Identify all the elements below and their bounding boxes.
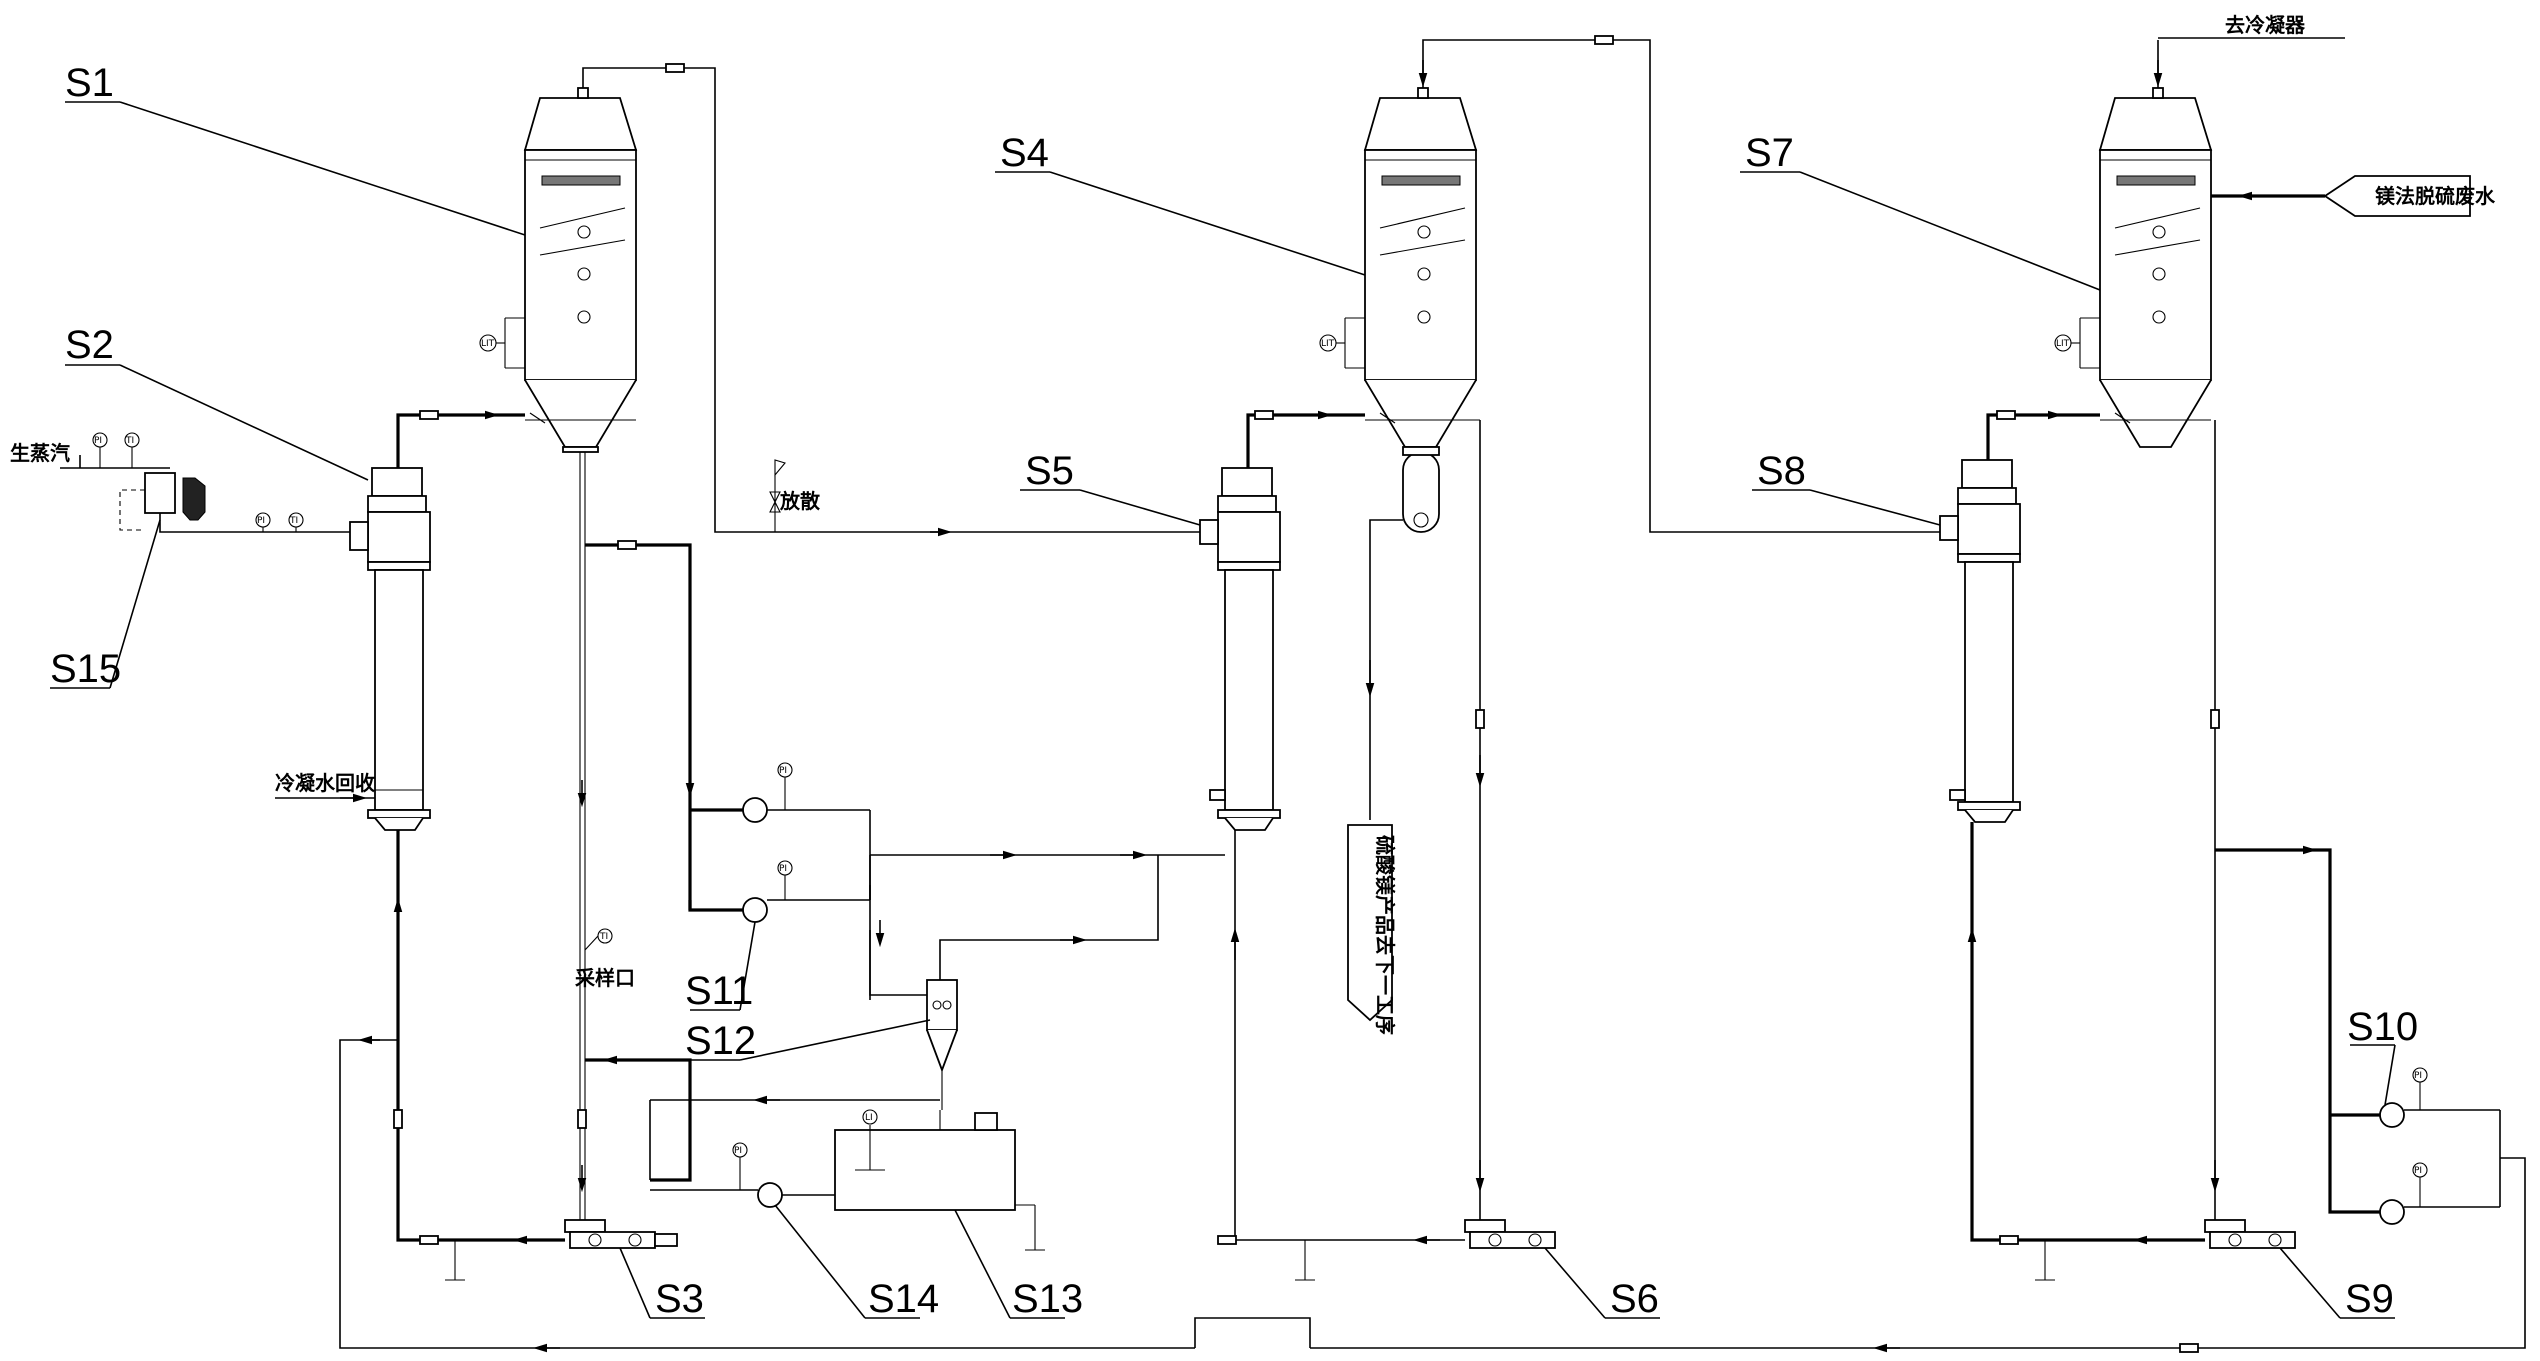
level-transmitter-s7: LIT bbox=[2054, 317, 2100, 369]
label-s3: S3 bbox=[655, 1277, 704, 1321]
steam-instruments: PI TI PI TI LI bbox=[94, 436, 873, 1123]
level-transmitter-s4: LIT bbox=[1319, 317, 1365, 369]
heater-s5 bbox=[1199, 467, 1281, 831]
pi-tag-s11a: PI bbox=[779, 766, 787, 776]
label-s5: S5 bbox=[1025, 449, 1074, 493]
level-transmitter-s1: LIT bbox=[479, 317, 525, 369]
heater-s2 bbox=[349, 467, 431, 831]
ti-tag-sample: TI bbox=[599, 932, 608, 942]
feed-wastewater-text: 镁法脱硫废水 bbox=[2375, 184, 2496, 208]
label-s4: S4 bbox=[1000, 131, 1049, 175]
steam-line bbox=[60, 432, 350, 533]
label-s11: S11 bbox=[685, 969, 753, 1013]
pi-tag-steam2: PI bbox=[257, 516, 265, 526]
label-s12: S12 bbox=[685, 1019, 756, 1063]
pi-tag-s10a: PI bbox=[2414, 1071, 2422, 1081]
pi-tag-s11b: PI bbox=[779, 864, 787, 874]
feed-inlet bbox=[2211, 175, 2471, 217]
label-s14: S14 bbox=[868, 1277, 939, 1321]
li-tag-tank: LI bbox=[865, 1113, 873, 1123]
vapor-lines bbox=[396, 35, 2345, 537]
label-s8: S8 bbox=[1757, 449, 1806, 493]
evaporator-s1 bbox=[523, 87, 638, 453]
lit-tag-s7: LIT bbox=[2056, 339, 2070, 349]
label-s2: S2 bbox=[65, 323, 114, 367]
evaporator-s7 bbox=[2098, 87, 2213, 448]
label-s6: S6 bbox=[1610, 1277, 1659, 1321]
pi-tag-s14: PI bbox=[734, 1146, 742, 1156]
loop-1-lines: PI PI PI bbox=[339, 452, 1225, 1349]
condensate-recovery-text: 冷凝水回收 bbox=[275, 771, 375, 795]
heater-s8 bbox=[1939, 459, 2021, 823]
label-s13: S13 bbox=[1012, 1277, 1083, 1321]
label-s1: S1 bbox=[65, 61, 114, 105]
label-s10: S10 bbox=[2347, 1005, 2418, 1049]
loop-2-lines bbox=[1217, 419, 1556, 1281]
lit-tag-s1: LIT bbox=[481, 339, 495, 349]
label-s15: S15 bbox=[50, 647, 121, 691]
to-condenser-text: 去冷凝器 bbox=[2225, 13, 2306, 37]
product-out-text: 硫酸镁产品去下一工序 bbox=[1373, 835, 1397, 1035]
label-s9: S9 bbox=[2345, 1277, 2394, 1321]
ti-tag-steam2: TI bbox=[289, 516, 298, 526]
loop-3-lines: PI PI bbox=[532, 420, 2526, 1353]
lit-tag-s4: LIT bbox=[1321, 339, 1335, 349]
sampling-port-text: 采样口 bbox=[575, 966, 635, 990]
live-steam-text: 生蒸汽 bbox=[10, 441, 70, 465]
ti-tag-steam: TI bbox=[125, 436, 134, 446]
equipment-labels: S1 S2 S3 S4 S5 S6 S7 S8 S9 S10 S11 S12 S… bbox=[50, 61, 2418, 1321]
label-s7: S7 bbox=[1745, 131, 1794, 175]
evaporator-s4 bbox=[1363, 87, 1478, 533]
annotations: 生蒸汽 冷凝水回收 采样口 放散 去冷凝器 镁法脱硫废水 硫酸镁产品去下一工序 bbox=[10, 13, 2496, 1035]
leader-lines bbox=[50, 101, 2396, 1319]
pi-tag-steam: PI bbox=[94, 436, 102, 446]
pi-tag-s10b: PI bbox=[2414, 1166, 2422, 1176]
vent-text: 放散 bbox=[779, 489, 821, 513]
